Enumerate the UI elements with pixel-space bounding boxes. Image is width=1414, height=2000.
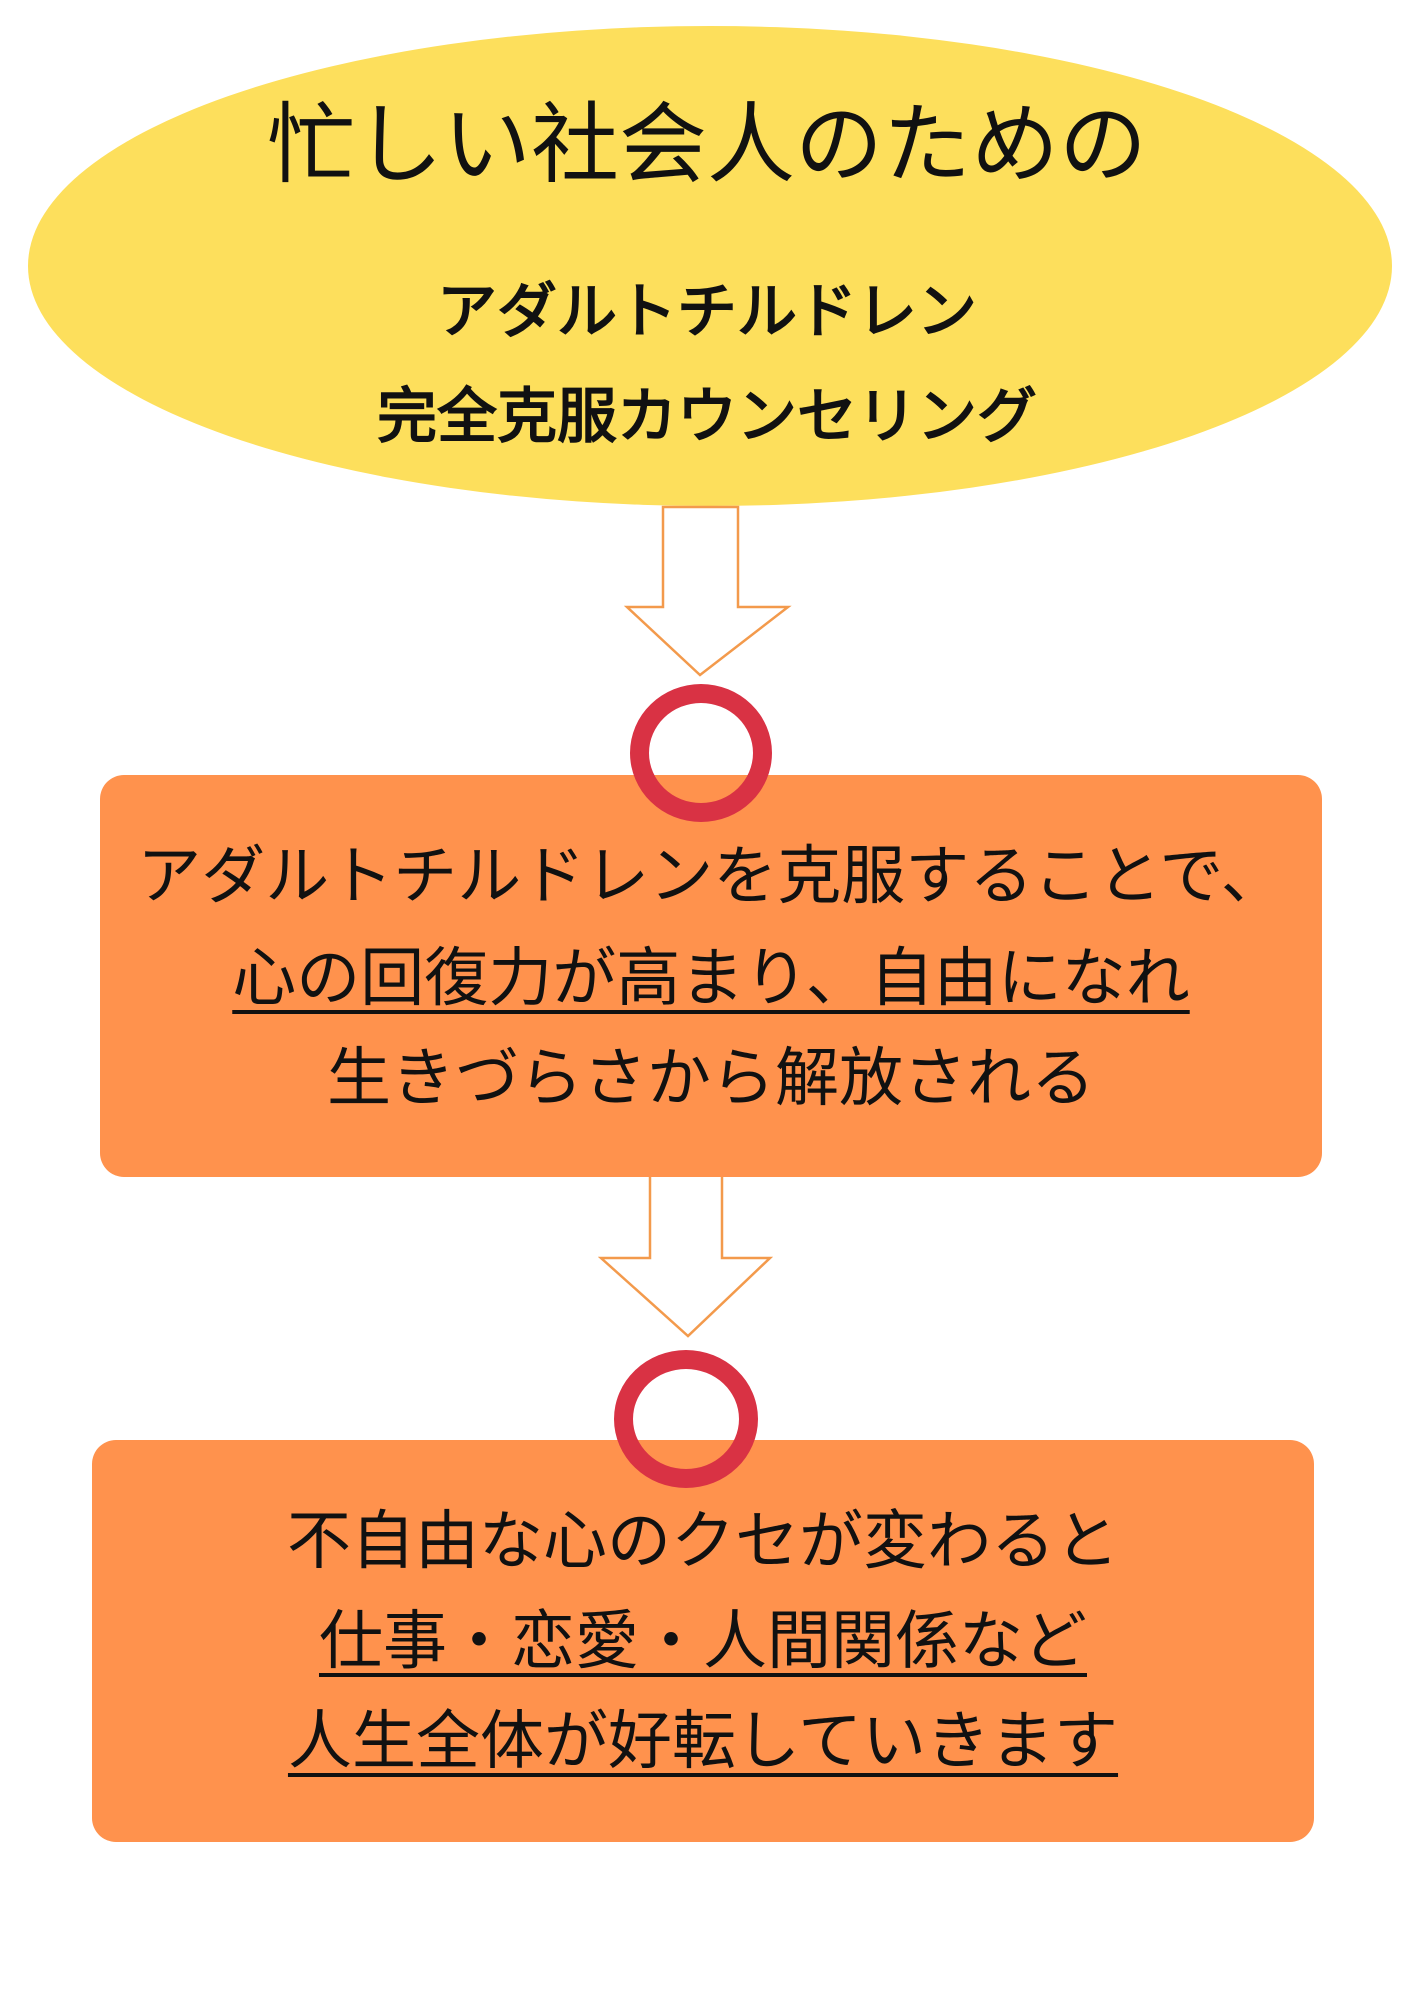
circle-ok-icon (630, 684, 772, 822)
step-1-line-2-text: 心の回復力が高まり、自由になれ (232, 942, 1190, 1016)
step-2-line-3-text: 人生全体が好転していきます (287, 1705, 1119, 1779)
step-1-line-2: 心の回復力が高まり、自由になれ (100, 937, 1322, 1021)
header-ellipse (28, 26, 1392, 506)
headline-subtitle-2: 完全克服カウンセリング (377, 382, 1037, 452)
down-arrow-icon (598, 1170, 774, 1338)
step-1-line-3: 生きづらさから解放される (100, 1037, 1322, 1121)
headline-subtitle-1: アダルトチルドレン (437, 277, 977, 347)
headline-title: 忙しい社会人のための (266, 93, 1147, 196)
step-2-line-2: 仕事・恋愛・人間関係など (92, 1600, 1314, 1684)
step-2-line-2-text: 仕事・恋愛・人間関係など (319, 1605, 1087, 1679)
circle-ok-icon (614, 1350, 758, 1488)
step-2-line-1: 不自由な心のクセが変わると (92, 1500, 1314, 1584)
step-box-1: アダルトチルドレンを克服することで、 心の回復力が高まり、自由になれ 生きづらさ… (100, 775, 1322, 1177)
down-arrow-icon (623, 505, 792, 677)
step-1-line-3-text: 生きづらさから解放される (327, 1042, 1095, 1116)
step-box-2: 不自由な心のクセが変わると 仕事・恋愛・人間関係など 人生全体が好転していきます (92, 1440, 1314, 1842)
step-2-line-3: 人生全体が好転していきます (92, 1700, 1314, 1784)
step-1-line-1-text: アダルトチルドレンを克服することで、 (137, 840, 1285, 914)
step-2-line-1-text: 不自由な心のクセが変わると (287, 1505, 1119, 1579)
step-1-line-1: アダルトチルドレンを克服することで、 (100, 835, 1322, 919)
